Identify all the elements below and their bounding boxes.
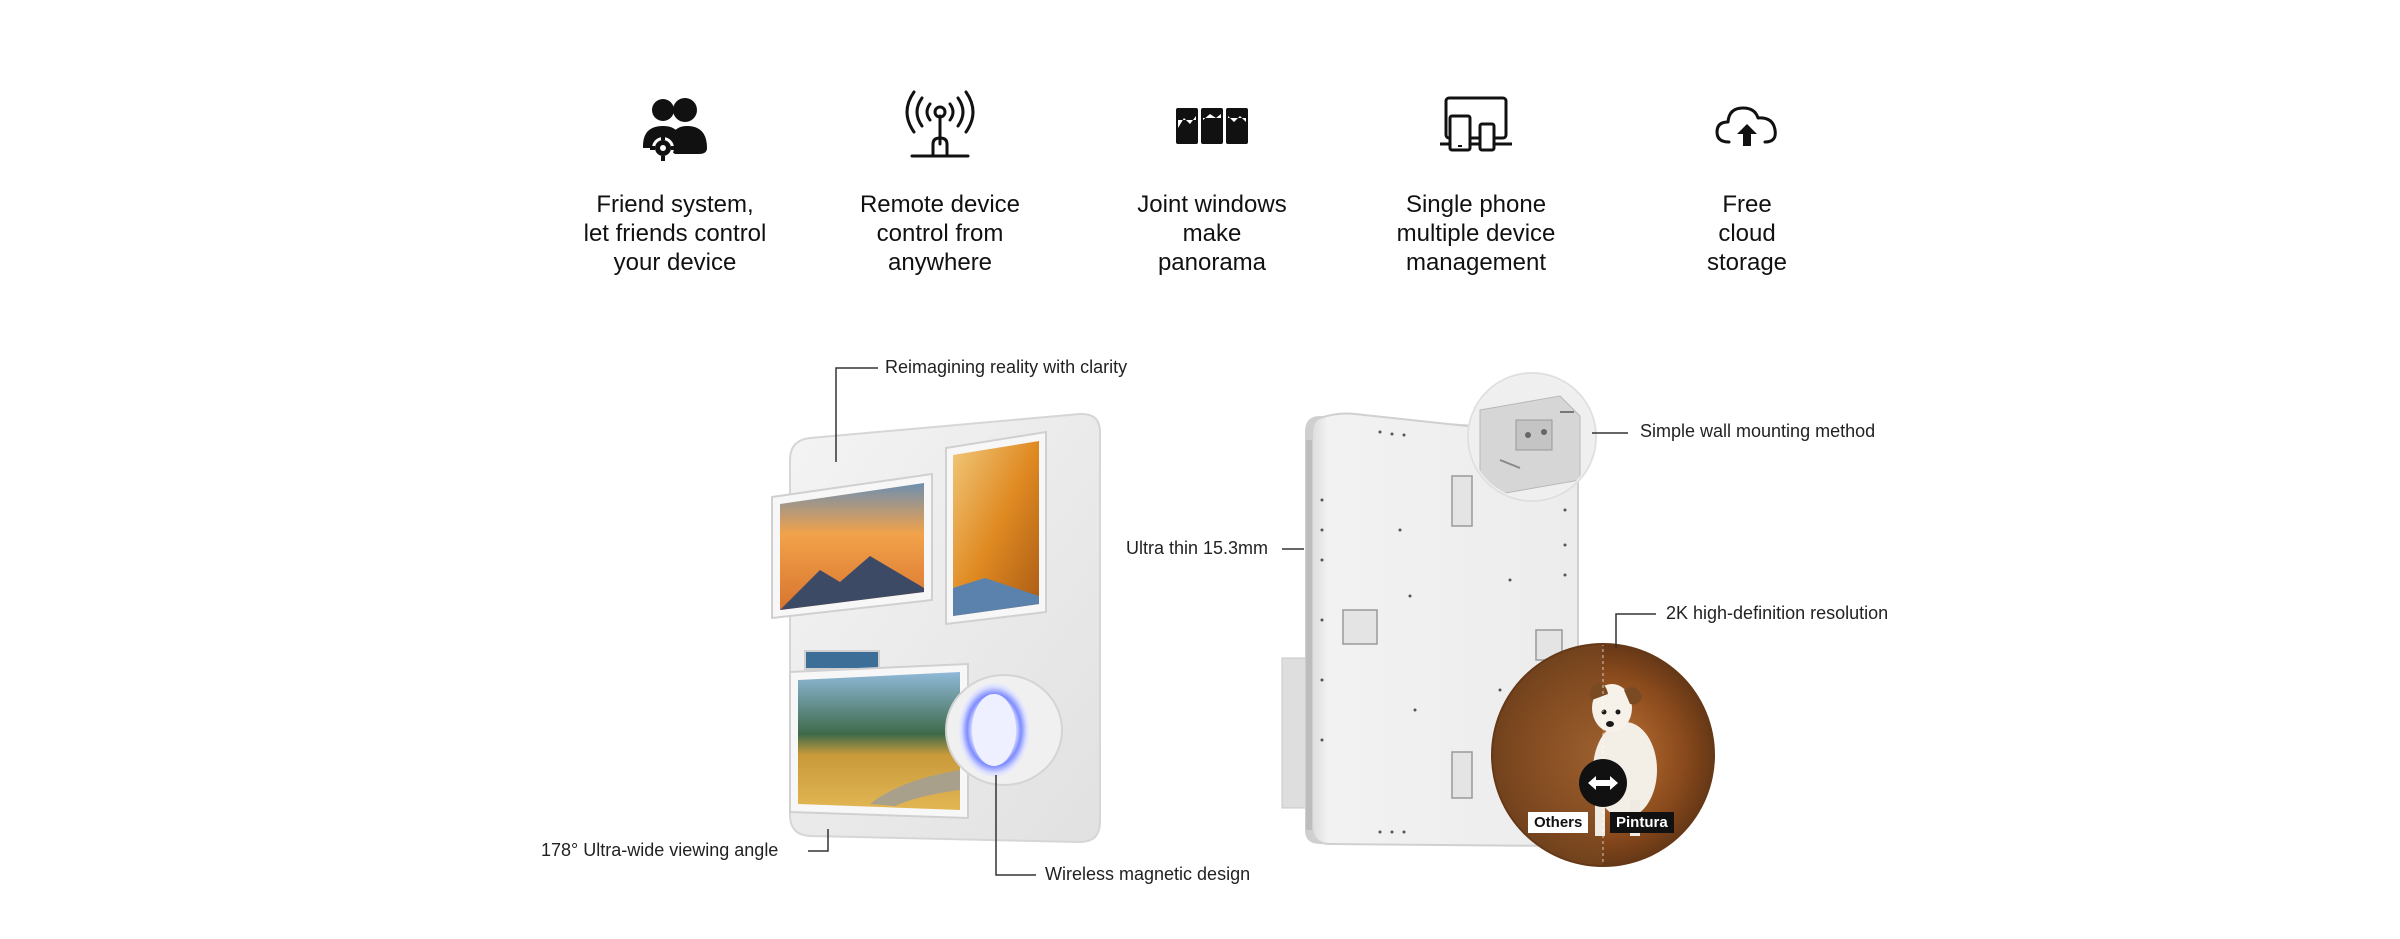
feature-friend-system: Friend system, let friends control your …: [555, 88, 795, 277]
feature-text: Single phone multiple device management: [1396, 191, 1556, 276]
antenna-signal-icon: [905, 90, 975, 158]
feature-text: Joint windows make panorama: [1137, 191, 1287, 276]
feature-panorama: Joint windows make panorama: [1092, 88, 1332, 277]
label-pintura: Pintura: [1610, 812, 1674, 833]
panorama-windows-icon: [1176, 108, 1248, 144]
multi-device-icon: [1440, 96, 1512, 152]
callout-resolution: 2K high-definition resolution: [1666, 603, 1889, 623]
comparison-circle: [1491, 643, 1715, 867]
feature-remote-control: Remote device control from anywhere: [820, 88, 1060, 277]
friends-gear-icon: [643, 98, 707, 161]
callout-clarity: Reimagining reality with clarity: [885, 357, 1128, 377]
feature-row: Friend system, let friends control your …: [555, 88, 1825, 298]
frame-field: [789, 662, 969, 820]
front-panel: [771, 412, 1101, 844]
mounting-detail: [1467, 372, 1597, 502]
callout-viewing-angle: 178° Ultra-wide viewing angle: [541, 840, 779, 860]
magnetic-ring: [945, 674, 1063, 786]
callout-thin: Ultra thin 15.3mm: [1126, 538, 1269, 558]
cloud-upload-icon: [1715, 106, 1777, 146]
feature-multi-device: Single phone multiple device management: [1356, 88, 1596, 277]
feature-text: Free cloud storage: [1706, 191, 1788, 276]
feature-cloud-storage: Free cloud storage: [1627, 88, 1867, 277]
frame-sunset: [771, 472, 933, 620]
feature-text: Friend system, let friends control your …: [583, 191, 767, 276]
callout-mounting: Simple wall mounting method: [1640, 421, 1876, 441]
frame-autumn: [945, 430, 1047, 626]
feature-text: Remote device control from anywhere: [859, 191, 1021, 276]
callout-magnetic: Wireless magnetic design: [1045, 864, 1251, 884]
label-others: Others: [1528, 812, 1589, 833]
